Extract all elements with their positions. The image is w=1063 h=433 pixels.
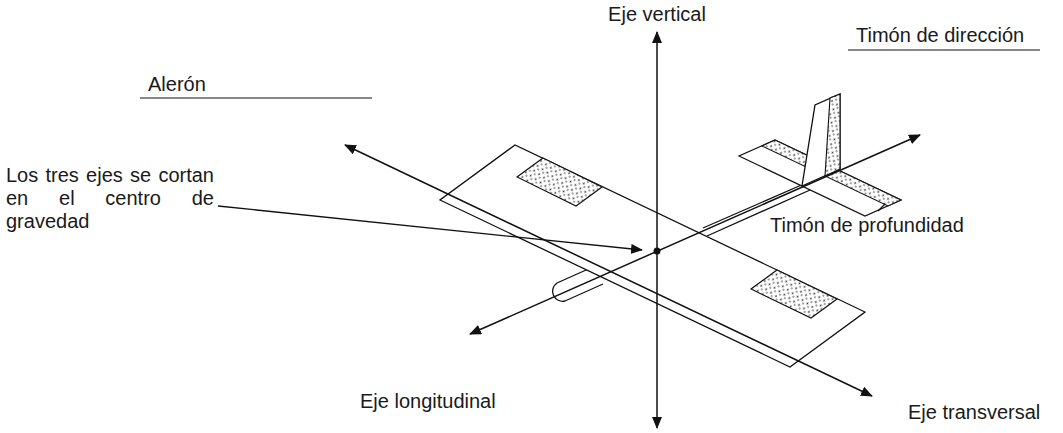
aileron-leader (140, 97, 372, 98)
axis-label: Eje longitudinal (360, 390, 496, 413)
center-of-gravity (654, 248, 661, 255)
part-label: Alerón (148, 73, 206, 96)
transversal-axis (345, 145, 872, 396)
axis-label: Eje transversal (908, 401, 1040, 424)
part-label: Timón de dirección (856, 24, 1024, 47)
center-of-gravity-leader (218, 206, 642, 250)
note-text: Los tres ejes se cortan en el centro de … (6, 164, 214, 233)
elevator-leader (878, 204, 885, 211)
part-label: Timón de profundidad (770, 214, 964, 237)
axis-label: Eje vertical (608, 3, 706, 26)
rudder (825, 94, 840, 176)
left-aileron (517, 158, 602, 206)
vertical-axis (656, 32, 658, 428)
rudder-leader (848, 49, 1040, 50)
right-aileron (751, 270, 837, 318)
